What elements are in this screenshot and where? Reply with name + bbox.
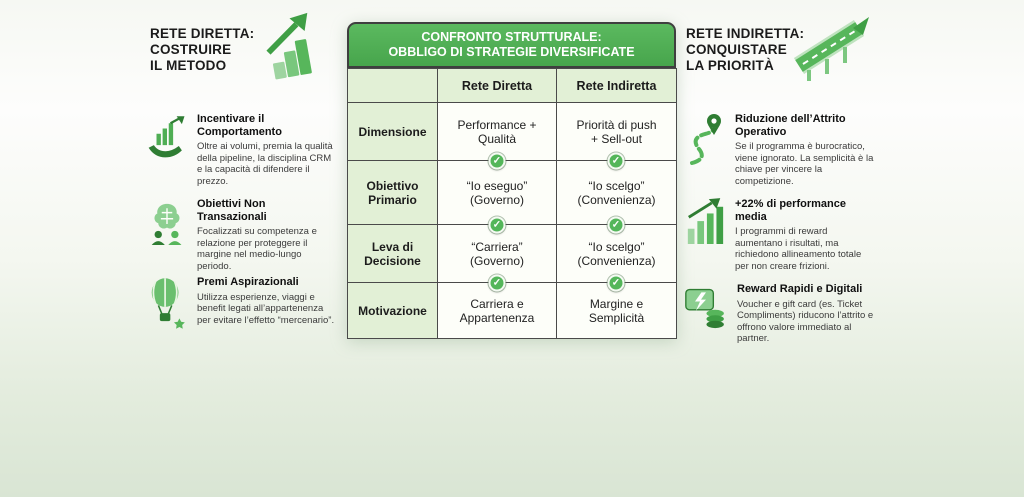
table-row: Leva di Decisione “Carriera” (Governo) “… — [347, 224, 677, 283]
bar-chart-up-icon — [684, 198, 726, 272]
left-item-incentivare: Incentivare il Comportamento Oltre ai vo… — [146, 113, 338, 187]
check-icon — [607, 152, 625, 170]
card-coins-icon — [684, 283, 728, 345]
right-item-reward: Reward Rapidi e Digitali Voucher e gift … — [684, 283, 876, 345]
row-label: Leva di Decisione — [347, 224, 438, 283]
check-icon — [607, 274, 625, 292]
hot-air-balloon-icon — [146, 276, 188, 332]
cell-indirect: Priorità di push + Sell-out — [556, 102, 677, 161]
item-body: Focalizzati su competenza e relazione pe… — [197, 226, 317, 272]
route-pin-icon — [684, 113, 726, 187]
check-icon — [488, 152, 506, 170]
item-body: Utilizza esperienze, viaggi e benefit le… — [197, 291, 335, 326]
item-body: Se il programma è burocratico, viene ign… — [735, 141, 874, 187]
item-title: Riduzione dell’Attrito Operativo — [735, 113, 846, 138]
corner-cell — [347, 68, 438, 103]
item-body: I programmi di reward aumentano i risult… — [735, 226, 862, 272]
left-panel-title: RETE DIRETTA: COSTRUIRE IL METODO — [150, 26, 255, 73]
right-item-performance: +22% di performance media I programmi di… — [684, 198, 876, 272]
item-body: Voucher e gift card (es. Ticket Complime… — [737, 298, 874, 345]
row-label: Motivazione — [347, 282, 438, 339]
cell-indirect: Margine e Semplicità — [556, 282, 677, 339]
right-panel-title: RETE INDIRETTA: CONQUISTARE LA PRIORITÀ — [686, 26, 805, 73]
table-row: Obiettivo Primario “Io eseguo” (Governo)… — [347, 160, 677, 225]
right-panel-header: RETE INDIRETTA: CONQUISTARE LA PRIORITÀ — [686, 17, 876, 81]
item-title: Incentivare il Comportamento — [197, 113, 282, 138]
check-icon — [488, 274, 506, 292]
item-title: Reward Rapidi e Digitali — [737, 283, 863, 295]
item-title: Premi Aspirazionali — [197, 276, 299, 288]
item-title: +22% di performance media — [735, 198, 846, 223]
right-item-attrito: Riduzione dell’Attrito Operativo Se il p… — [684, 113, 876, 187]
check-icon — [488, 216, 506, 234]
row-label: Dimensione — [347, 102, 438, 161]
item-title: Obiettivi Non Transazionali — [197, 198, 267, 223]
stairs-growth-icon — [250, 12, 328, 91]
table-title: CONFRONTO STRUTTURALE: OBBLIGO DI STRATE… — [347, 22, 676, 68]
highway-icon — [790, 14, 876, 89]
column-header-rete-diretta: Rete Diretta — [437, 68, 557, 103]
cell-direct: Carriera e Appartenenza — [437, 282, 557, 339]
table-header-row: Rete Diretta Rete Indiretta — [347, 68, 677, 103]
table-row: Dimensione Performance + Qualità Priorit… — [347, 102, 677, 161]
cell-direct: “Io eseguo” (Governo) — [437, 160, 557, 225]
comparison-grid: Rete Diretta Rete Indiretta Dimensione P… — [347, 68, 677, 339]
item-body: Oltre ai volumi, premia la qualità della… — [197, 141, 333, 187]
hand-chart-icon — [146, 113, 188, 187]
comparison-table: CONFRONTO STRUTTURALE: OBBLIGO DI STRATE… — [347, 22, 677, 339]
brain-team-icon — [146, 198, 188, 272]
cell-indirect: “Io scelgo” (Convenienza) — [556, 160, 677, 225]
table-row: Motivazione Carriera e Appartenenza Marg… — [347, 282, 677, 339]
column-header-rete-indiretta: Rete Indiretta — [556, 68, 677, 103]
check-icon — [607, 216, 625, 234]
left-item-premi: Premi Aspirazionali Utilizza esperienze,… — [146, 276, 338, 332]
left-panel-header: RETE DIRETTA: COSTRUIRE IL METODO — [150, 12, 340, 80]
row-label: Obiettivo Primario — [347, 160, 438, 225]
left-item-obiettivi: Obiettivi Non Transazionali Focalizzati … — [146, 198, 338, 272]
